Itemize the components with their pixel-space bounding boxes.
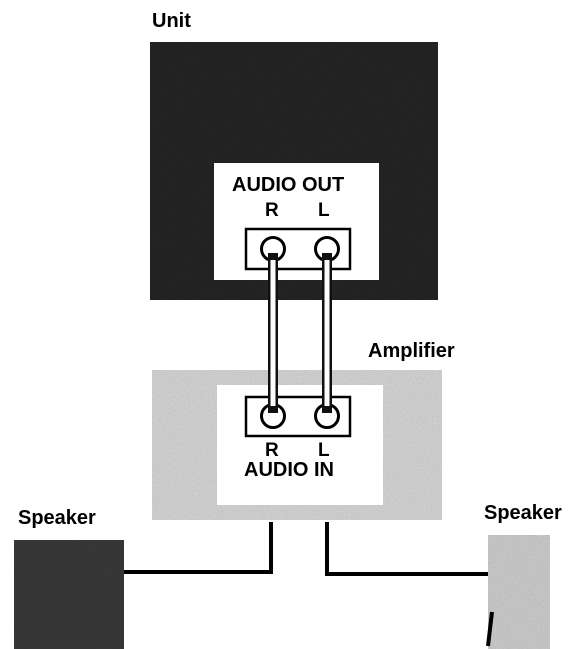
right-speaker — [488, 535, 550, 649]
right-speaker-label: Speaker — [484, 502, 562, 524]
unit-label: Unit — [152, 10, 191, 32]
amplifier-label: Amplifier — [368, 340, 455, 362]
audio-in-r-label: R — [265, 440, 279, 461]
audio-out-l-label: L — [318, 200, 330, 221]
audio-out-r-label: R — [265, 200, 279, 221]
audio-in-label: AUDIO IN — [244, 459, 334, 481]
audio-out-label: AUDIO OUT — [232, 174, 345, 196]
audio-in-l-label: L — [318, 440, 330, 461]
right-speaker-wire — [325, 522, 488, 576]
left-speaker-label: Speaker — [18, 507, 96, 529]
right-speaker-mark — [486, 611, 494, 647]
left-speaker — [14, 540, 124, 649]
left-speaker-wire — [118, 522, 273, 574]
